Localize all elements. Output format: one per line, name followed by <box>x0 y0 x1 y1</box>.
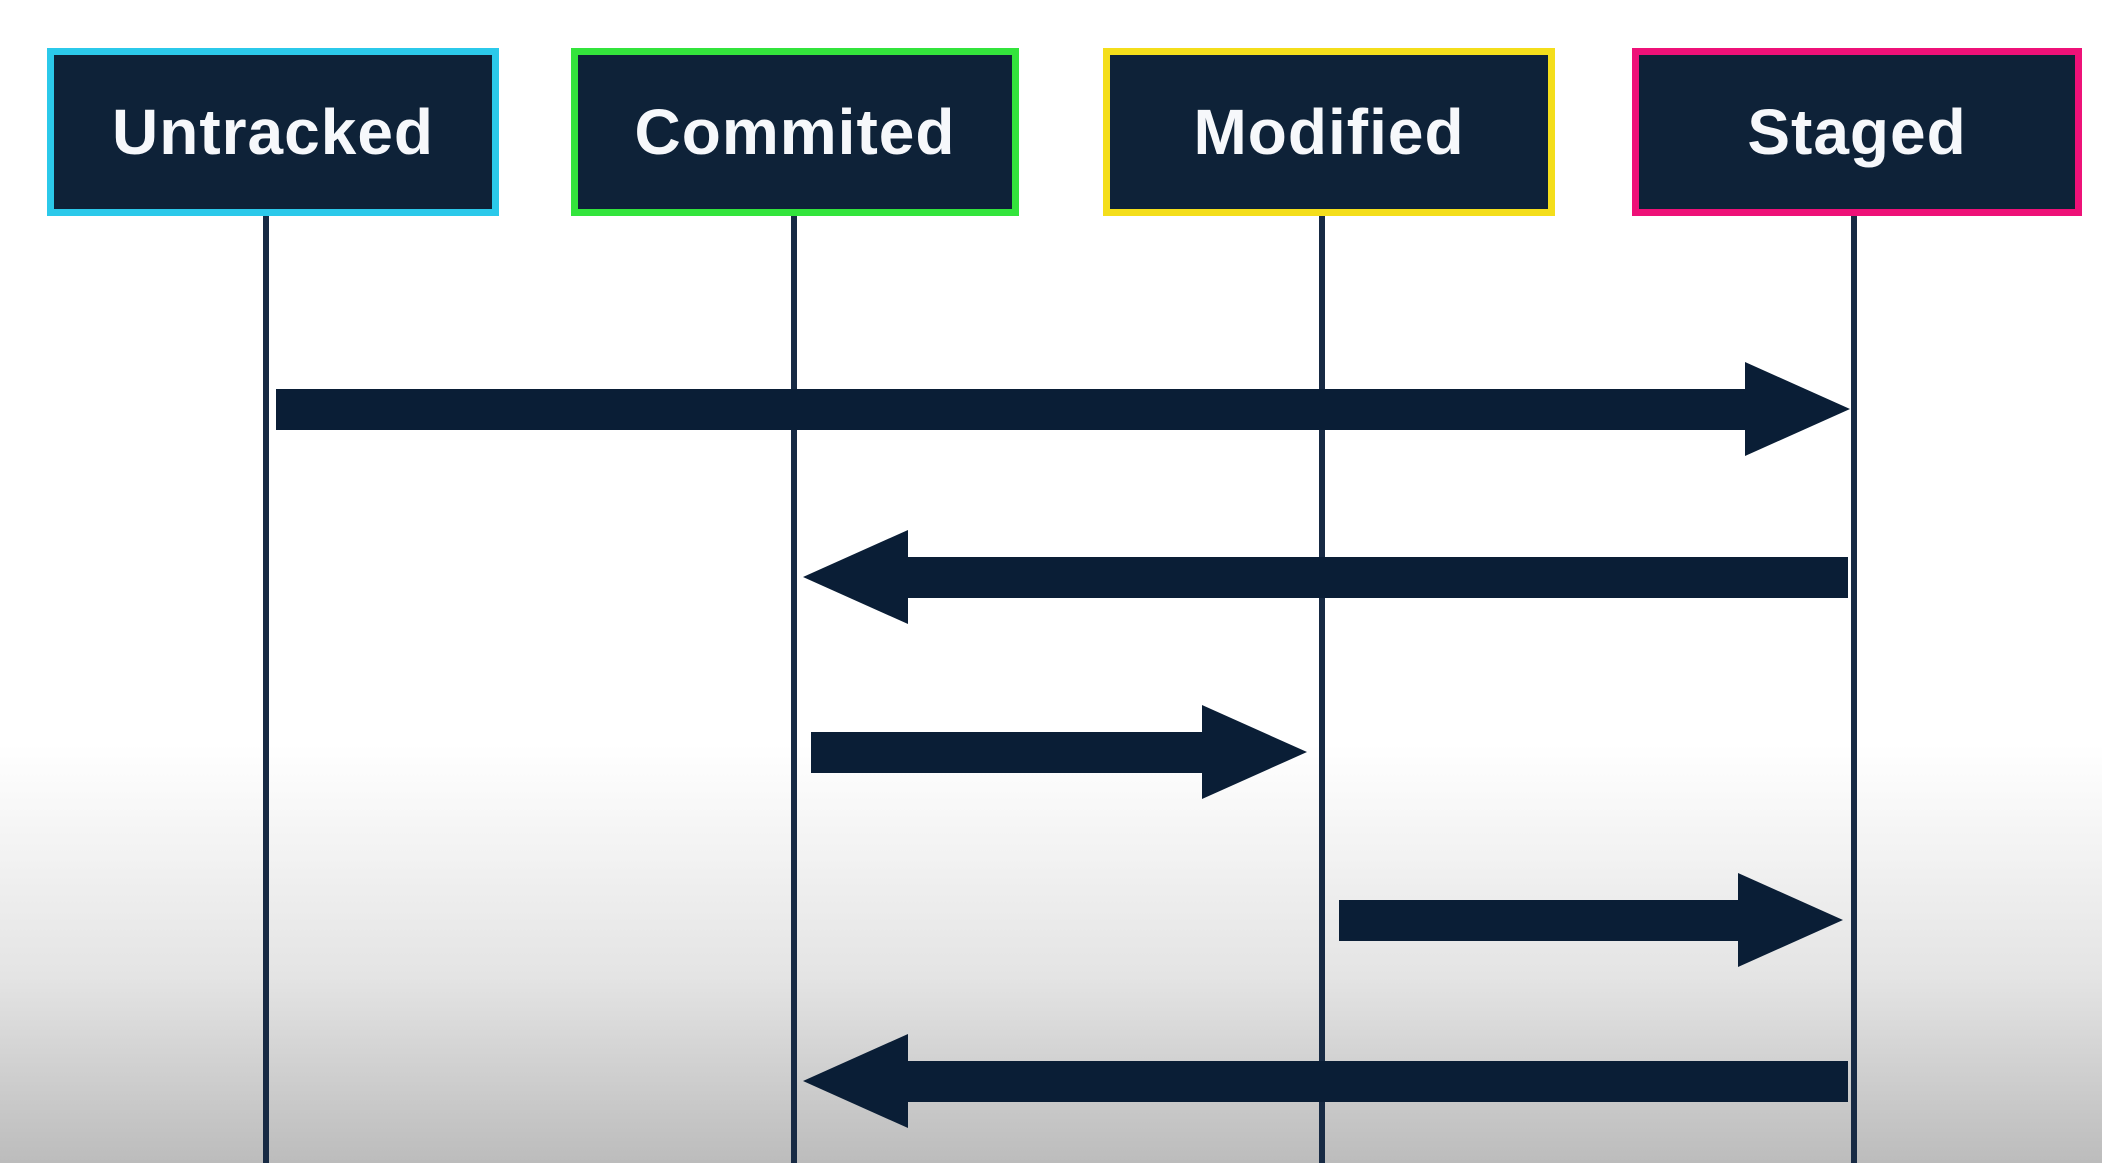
state-label-commited: Commited <box>634 96 956 168</box>
state-box-staged: Staged <box>1632 48 2082 216</box>
lifeline-untracked <box>263 216 269 1163</box>
arrow-untracked-to-staged-bar <box>276 389 1745 430</box>
lifeline-staged <box>1851 216 1857 1163</box>
arrow-staged-to-commited-1-head <box>803 530 908 624</box>
state-box-modified: Modified <box>1103 48 1555 216</box>
lifeline-modified <box>1319 216 1325 1163</box>
arrow-staged-to-commited-2-head <box>803 1034 908 1128</box>
state-box-untracked: Untracked <box>47 48 499 216</box>
arrow-modified-to-staged-bar <box>1339 900 1738 941</box>
arrow-staged-to-commited-2-bar <box>908 1061 1848 1102</box>
arrow-commited-to-modified-bar <box>811 732 1202 773</box>
state-label-untracked: Untracked <box>112 96 434 168</box>
state-label-modified: Modified <box>1193 96 1465 168</box>
state-label-staged: Staged <box>1747 96 1967 168</box>
arrow-commited-to-modified-head <box>1202 705 1307 799</box>
arrow-staged-to-commited-1-bar <box>908 557 1848 598</box>
state-box-commited: Commited <box>571 48 1019 216</box>
lifeline-commited <box>791 216 797 1163</box>
arrow-modified-to-staged-head <box>1738 873 1843 967</box>
arrow-untracked-to-staged-head <box>1745 362 1850 456</box>
